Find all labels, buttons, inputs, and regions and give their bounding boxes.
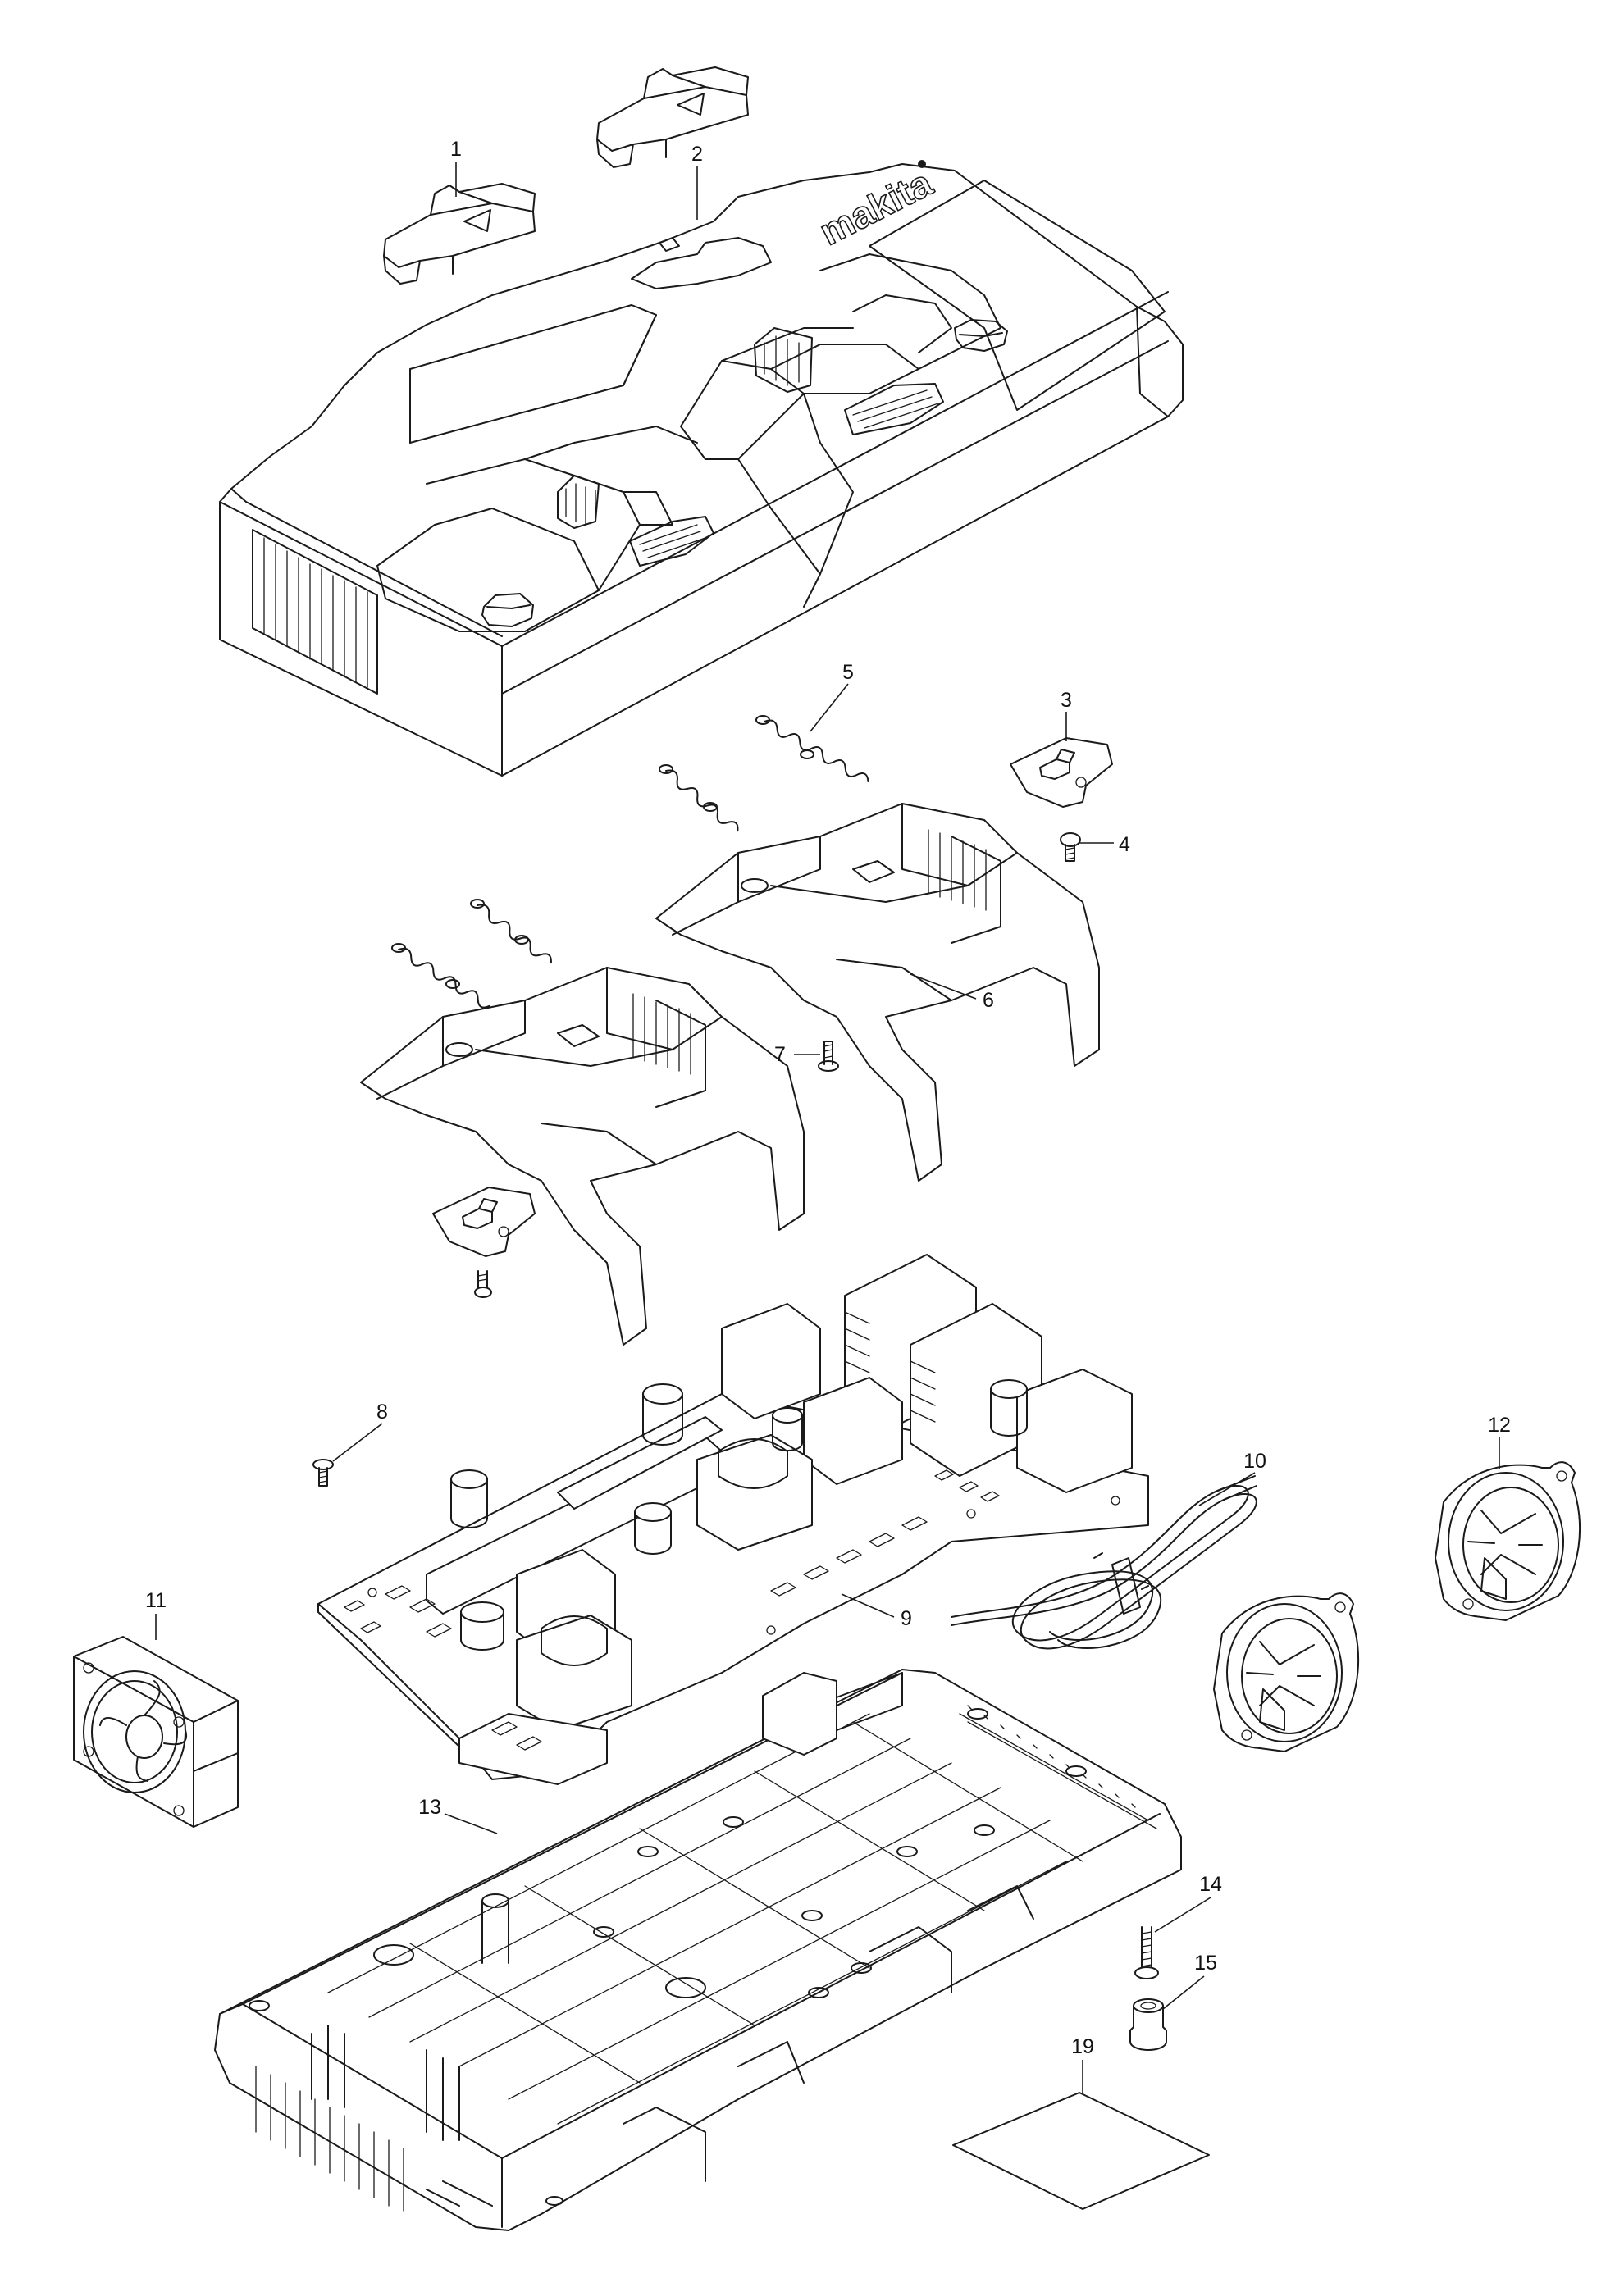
part-6-guide-frame-upper [655,803,1100,1182]
part-15-rubber-foot [1129,1998,1167,2051]
part-14-screw [1134,1926,1159,1979]
part-6-guide-frame-lower [360,967,805,1346]
label-part-1: 1 [450,138,462,161]
part-number-labels: 1 2 3 4 5 6 7 8 9 10 12 11 13 14 15 19 [145,138,1511,2058]
label-part-10: 10 [1243,1450,1266,1473]
part-3-switch-plate [1010,737,1113,808]
label-part-19: 19 [1071,2035,1094,2058]
part-3-switch-plate-lower [432,1187,536,1257]
part-4-screw [1060,832,1081,862]
label-part-9: 9 [901,1607,912,1630]
part-4-screw-lower [474,1270,492,1298]
label-part-15: 15 [1194,1952,1217,1975]
label-part-2: 2 [691,143,703,166]
label-part-4: 4 [1119,833,1130,856]
label-part-6: 6 [983,989,994,1012]
part-12-blower-fan-right [1435,1461,1581,1621]
part-8-screw [312,1459,334,1487]
part-9-circuit-board [317,1254,1149,1785]
part-5-spring-a [755,715,869,782]
label-part-7: 7 [774,1043,786,1066]
label-part-5: 5 [842,661,854,684]
part-13-base-housing [214,1669,1182,2231]
part-11-box-fan [73,1636,239,1828]
part-2-top-housing: makita [219,160,1184,777]
label-part-12: 12 [1488,1414,1511,1437]
part-10-wire-harness [951,1475,1257,1650]
label-part-8: 8 [376,1401,388,1424]
part-1-latch-left [383,183,536,285]
part-5-spring-c [470,899,552,964]
part-19-label-sheet [952,2092,1210,2210]
part-1-latch-right [596,66,749,168]
vent-grille [252,529,378,695]
label-part-14: 14 [1199,1873,1222,1896]
leader-lines [155,162,1500,2093]
indicator-dot [918,160,926,168]
part-5-spring-d [391,943,490,1009]
part-12-blower-fan-left [1213,1592,1360,1752]
right-terminal-block [754,327,944,435]
label-part-13: 13 [418,1796,441,1819]
left-terminal-block [557,475,714,567]
part-5-spring-b [659,764,739,832]
part-7-screw [818,1041,839,1072]
label-part-11: 11 [145,1589,167,1612]
label-part-3: 3 [1061,689,1072,712]
